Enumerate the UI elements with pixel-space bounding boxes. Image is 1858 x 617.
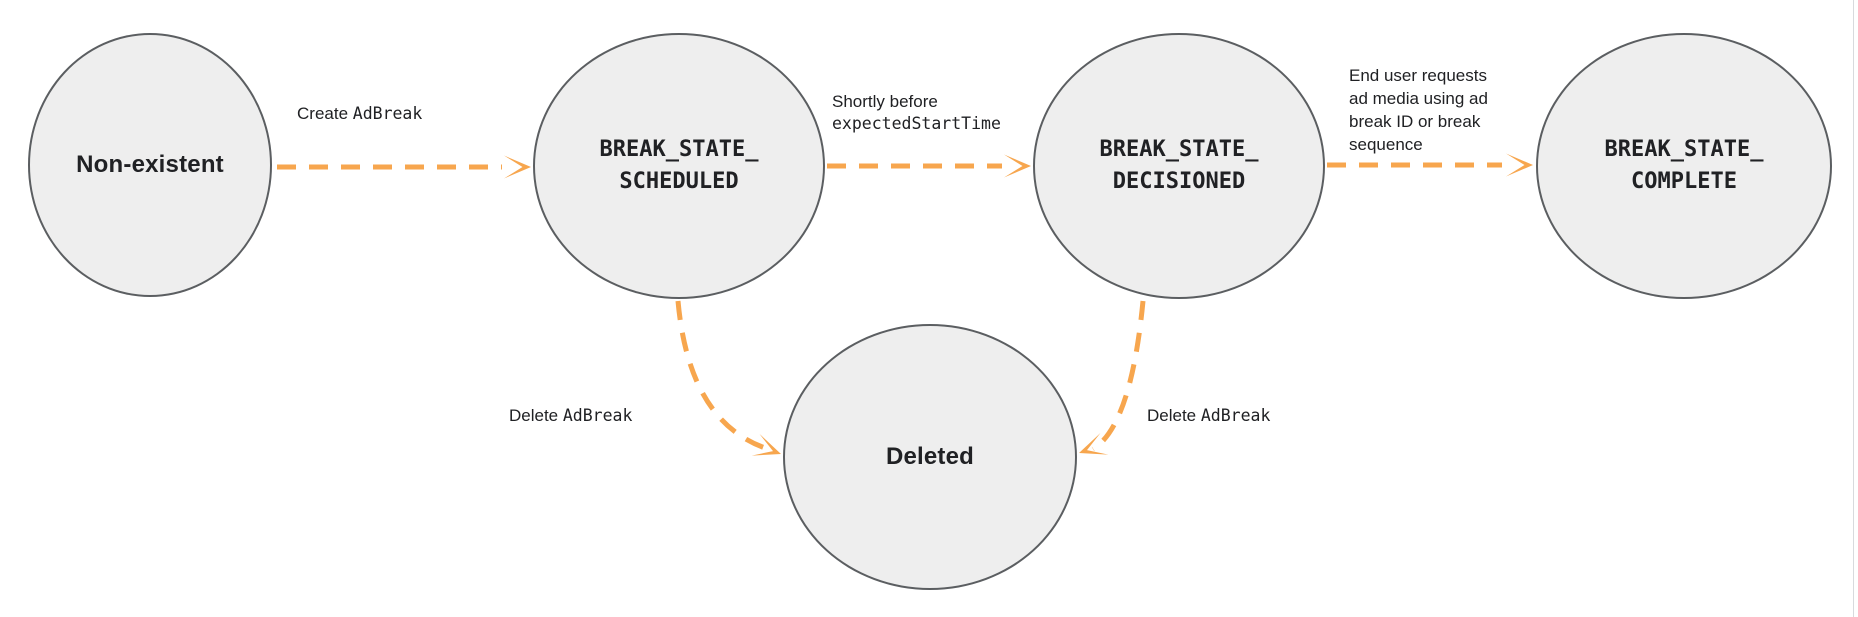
state-label-break-state-scheduled: BREAK_STATE_ SCHEDULED <box>599 137 759 194</box>
arrow-delete-from-scheduled <box>675 300 769 452</box>
state-label-non-existent: Non-existent <box>76 151 224 178</box>
arrowhead-delete-from-decisioned <box>1079 432 1109 455</box>
arrowhead-create-adbreak <box>504 155 531 179</box>
edge-label-delete-adbreak-left-plain: Delete <box>509 406 559 425</box>
content-right-border <box>1853 0 1854 617</box>
edge-label-create-adbreak-plain: Create <box>297 104 349 123</box>
edge-label-delete-adbreak-left: Delete AdBreak <box>509 405 632 427</box>
arrowhead-to-decisioned <box>1004 154 1031 178</box>
edge-label-shortly-before: Shortly before expectedStartTime <box>832 91 1001 135</box>
edge-label-delete-adbreak-right-code: AdBreak <box>1200 406 1271 425</box>
edge-label-delete-adbreak-right-plain: Delete <box>1147 406 1197 425</box>
state-label-break-state-decisioned: BREAK_STATE_ DECISIONED <box>1099 137 1259 194</box>
arrow-delete-from-decisioned <box>1091 300 1146 452</box>
state-node-break-state-complete: BREAK_STATE_ COMPLETE <box>1536 33 1832 299</box>
arrowhead-delete-from-scheduled <box>751 433 781 456</box>
edge-label-delete-adbreak-left-code: AdBreak <box>562 406 633 425</box>
edge-label-delete-adbreak-right: Delete AdBreak <box>1147 405 1270 427</box>
state-node-non-existent: Non-existent <box>28 33 272 297</box>
edge-label-shortly-before-code: expectedStartTime <box>832 114 1001 133</box>
edge-label-end-user-requests: End user requests ad media using ad brea… <box>1349 41 1488 156</box>
edge-label-create-adbreak-code: AdBreak <box>352 104 423 123</box>
state-label-break-state-complete: BREAK_STATE_ COMPLETE <box>1604 137 1764 194</box>
edge-label-end-user-requests-text: End user requests ad media using ad brea… <box>1349 66 1488 154</box>
arrowhead-to-complete <box>1506 153 1533 177</box>
state-node-break-state-scheduled: BREAK_STATE_ SCHEDULED <box>533 33 825 299</box>
edge-label-shortly-before-plain: Shortly before <box>832 92 938 111</box>
state-node-break-state-decisioned: BREAK_STATE_ DECISIONED <box>1033 33 1325 299</box>
state-label-deleted: Deleted <box>885 443 975 470</box>
state-node-deleted: Deleted <box>783 324 1077 590</box>
edge-label-create-adbreak: Create AdBreak <box>297 103 422 125</box>
